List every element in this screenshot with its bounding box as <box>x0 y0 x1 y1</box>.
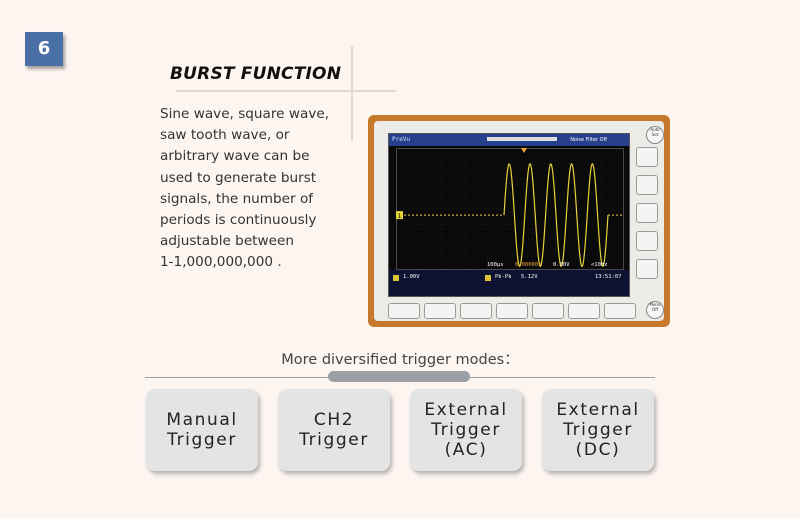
side-softkey <box>636 231 658 251</box>
button-label-line: Trigger <box>167 430 237 450</box>
autoset-button: Auto Set <box>646 126 664 144</box>
menu-off-button: Menu Off <box>646 301 664 319</box>
timebase-readout: 100µs <box>487 262 504 268</box>
side-softkeys <box>636 147 658 287</box>
bottom-softkey <box>568 303 600 319</box>
burst-waveform-plot: 1 <box>396 148 624 270</box>
section-number-badge: 6 <box>25 32 63 66</box>
bottom-softkey <box>604 303 636 319</box>
measure-value: 5.12V <box>521 274 538 280</box>
bottom-softkey <box>460 303 492 319</box>
oscilloscope-screen: PreVu Noise Filter Off 1 1.00V 100µs 0.0… <box>388 133 630 297</box>
button-label-line: CH2 <box>313 410 355 430</box>
trigger-position-readout: 0.00000s <box>515 262 542 268</box>
external-trigger-ac-button[interactable]: External Trigger (AC) <box>410 389 522 471</box>
button-label-line: External <box>424 400 508 420</box>
channel-1-marker-label: 1 <box>398 213 402 220</box>
burst-description-line: saw tooth wave, or <box>160 127 290 144</box>
button-label-line: (DC) <box>575 440 621 460</box>
scope-noise-filter-label: Noise Filter Off <box>570 137 607 143</box>
decor-horizontal-line <box>176 90 396 92</box>
button-label-line: Trigger <box>431 420 501 440</box>
manual-trigger-button[interactable]: Manual Trigger <box>146 389 258 471</box>
bottom-softkey <box>496 303 528 319</box>
button-label-line: External <box>556 400 640 420</box>
bottom-softkeys <box>388 303 640 319</box>
side-softkey <box>636 147 658 167</box>
scope-mode-label: PreVu <box>392 136 411 143</box>
ch2-trigger-button[interactable]: CH2 Trigger <box>278 389 390 471</box>
measure-label: Pk-Pk <box>495 274 512 280</box>
burst-description-line: arbitrary wave can be <box>160 148 310 165</box>
burst-description-line: used to generate burst <box>160 169 317 186</box>
trigger-modes-title: More diversified trigger modes： <box>281 352 519 368</box>
graticule-border <box>396 148 624 270</box>
bottom-softkey <box>532 303 564 319</box>
button-label-line: Manual <box>166 410 238 430</box>
side-softkey <box>636 203 658 223</box>
bottom-softkey <box>388 303 420 319</box>
bottom-softkey <box>424 303 456 319</box>
scope-clock: 13:51:07 <box>595 274 622 280</box>
oscilloscope-bezel: PreVu Noise Filter Off 1 1.00V 100µs 0.0… <box>374 121 664 321</box>
burst-description-line: Sine wave, square wave, <box>160 106 330 122</box>
trigger-position-marker <box>521 148 527 153</box>
side-softkey <box>636 259 658 279</box>
ch1-indicator-icon <box>393 275 399 281</box>
burst-description-line: 1-1,000,000,000 . <box>160 254 282 271</box>
scope-status-bar: 1.00V 100µs 0.00000s 0.00V <10Hz Pk-Pk 5… <box>389 262 629 296</box>
scope-header-bar: PreVu Noise Filter Off <box>389 134 629 146</box>
trigger-divider-pill <box>328 371 470 382</box>
decor-vertical-line <box>351 46 353 141</box>
side-softkey <box>636 175 658 195</box>
burst-description-line: signals, the number of <box>160 190 314 207</box>
scope-record-bar <box>487 137 557 141</box>
burst-description-line: adjustable between <box>160 233 294 250</box>
button-label-line: (AC) <box>444 440 488 460</box>
ch1-measure-indicator-icon <box>485 275 491 281</box>
ch1-scale: 1.00V <box>403 274 420 280</box>
channel-1-marker <box>396 211 403 220</box>
burst-sine-trace <box>503 163 609 268</box>
frequency-readout: <10Hz <box>591 262 608 268</box>
burst-description: Sine wave, square wave, saw tooth wave, … <box>160 104 360 274</box>
oscilloscope-image: PreVu Noise Filter Off 1 1.00V 100µs 0.0… <box>368 115 670 327</box>
burst-function-title: BURST FUNCTION <box>170 64 342 84</box>
button-label-line: Trigger <box>299 430 369 450</box>
burst-description-line: periods is continuously <box>160 212 317 229</box>
button-label-line: Trigger <box>563 420 633 440</box>
external-trigger-dc-button[interactable]: External Trigger (DC) <box>542 389 654 471</box>
trigger-level-readout: 0.00V <box>553 262 570 268</box>
